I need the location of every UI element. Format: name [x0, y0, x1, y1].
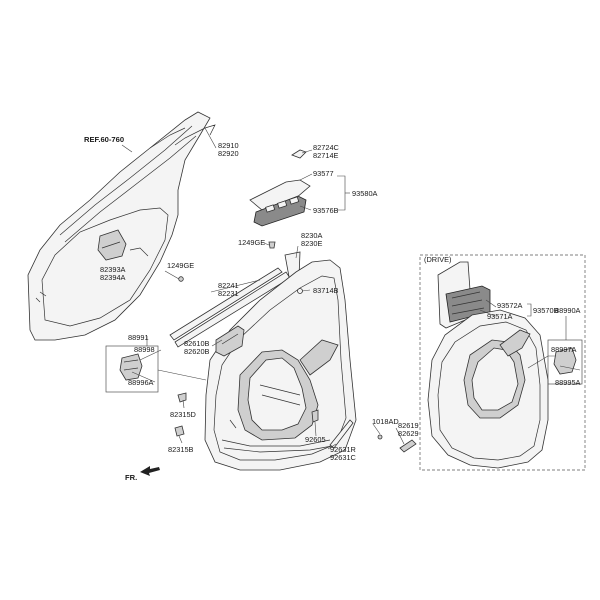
drive-inset — [419, 254, 586, 471]
label-1249ge-center: 1249GE — [238, 238, 265, 247]
label-93577: 93577 — [313, 169, 334, 178]
label-82315b: 82315B — [168, 445, 194, 454]
inside-handle — [215, 325, 245, 357]
label-88996a: 88996A — [128, 378, 154, 387]
label-88991: 88991 — [128, 333, 149, 342]
label-82619: 82619 — [398, 421, 419, 430]
screw-1249ge-left — [164, 270, 184, 282]
front-arrow — [140, 466, 160, 476]
label-88995a: 88995A — [555, 378, 581, 387]
label-93580a: 93580A — [352, 189, 378, 198]
label-1018ad: 1018AD — [372, 417, 399, 426]
leader-lines — [121, 127, 581, 450]
label-1249ge-left: 1249GE — [167, 261, 194, 270]
label-92631c: 92631C — [330, 453, 357, 462]
screw-1249ge-center — [268, 241, 276, 249]
label-82714e: 82714E — [313, 151, 339, 160]
label-93572a: 93572A — [497, 301, 523, 310]
label-82610b: 82610B — [184, 339, 210, 348]
mirror-switch — [105, 345, 159, 393]
lamp-92631 — [329, 419, 354, 449]
label-82241: 82241 — [218, 281, 239, 290]
cap-82724c — [291, 149, 307, 159]
label-88990a: 88990A — [555, 306, 581, 315]
clip-82315d — [177, 392, 187, 403]
label-ref[interactable]: REF.60-760 — [84, 135, 124, 144]
label-82910: 82910 — [218, 141, 239, 150]
part-labels: REF.60-760 82910 82920 82724C 82714E 935… — [84, 135, 581, 482]
label-93576b: 93576B — [313, 206, 339, 215]
power-window-switch-assy — [249, 179, 311, 227]
label-82394a: 82394A — [100, 273, 126, 282]
clip-82315b — [174, 425, 185, 437]
label-drive: (DRIVE) — [424, 255, 452, 264]
label-82315d: 82315D — [170, 410, 196, 419]
clip-83714b — [297, 288, 303, 294]
label-82920: 82920 — [218, 149, 239, 158]
label-82393a: 82393A — [100, 265, 126, 274]
label-83714b: 83714B — [313, 286, 339, 295]
reflector-82619 — [399, 439, 417, 453]
lamp-92605 — [311, 409, 319, 423]
door-shell — [27, 111, 216, 341]
label-88998: 88998 — [134, 345, 155, 354]
label-82629: 82629 — [398, 429, 419, 438]
belt-weatherstrip — [169, 267, 291, 348]
door-trim-panel — [204, 259, 357, 471]
label-93570b: 93570B — [533, 306, 559, 315]
label-fr: FR. — [125, 473, 137, 482]
screw-1018ad — [377, 434, 383, 440]
label-92631r: 92631R — [330, 445, 356, 454]
label-82724c: 82724C — [313, 143, 340, 152]
label-93571a: 93571A — [487, 312, 513, 321]
label-82620b: 82620B — [184, 347, 210, 356]
label-8230a: 8230A — [301, 231, 322, 240]
label-82231: 82231 — [218, 289, 239, 298]
label-88997a: 88997A — [551, 345, 577, 354]
label-8230e: 8230E — [301, 239, 322, 248]
label-92605: 92605 — [305, 435, 326, 444]
